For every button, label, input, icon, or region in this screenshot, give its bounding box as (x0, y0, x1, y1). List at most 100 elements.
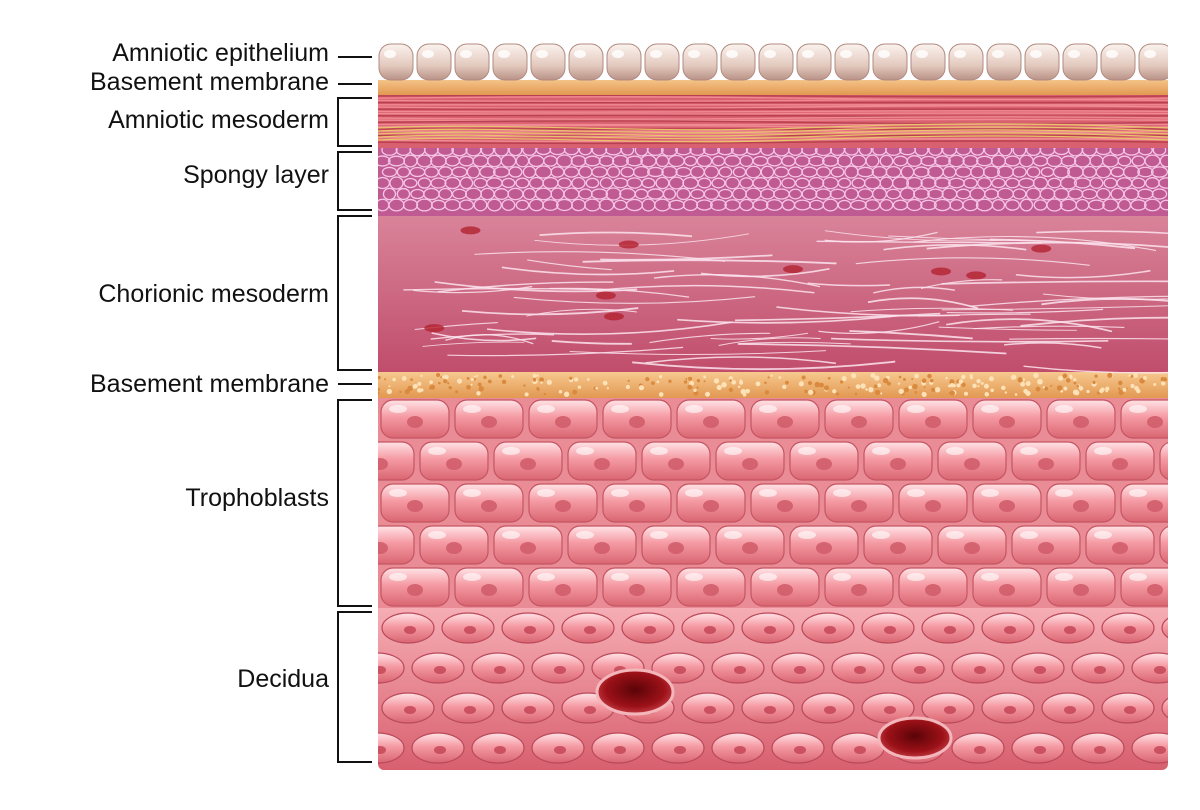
granule (577, 385, 582, 389)
cell-nucleus (446, 542, 462, 554)
granule (1044, 386, 1049, 391)
granule (728, 376, 734, 381)
granule (1139, 378, 1145, 384)
granule (546, 379, 552, 385)
cell-highlight (1055, 405, 1073, 413)
mesh-cell (556, 154, 573, 168)
fiber-strand (938, 326, 1077, 331)
cell-nucleus (629, 584, 645, 596)
granule (417, 381, 422, 386)
mesh-cell (438, 187, 453, 201)
mesh-cell (381, 166, 398, 178)
cell-nucleus (555, 584, 571, 596)
yellow-fiber (378, 132, 1168, 140)
cell-nucleus (851, 416, 867, 428)
cell-nucleus (1094, 666, 1106, 674)
fibroblast (595, 291, 616, 300)
cell-nucleus (1154, 746, 1166, 754)
mesh-cell (1012, 166, 1027, 178)
fiber-strand (816, 240, 1043, 244)
cell-highlight (1144, 50, 1156, 58)
granule (898, 375, 902, 379)
mesh-cell (542, 199, 559, 211)
cell-highlight (946, 531, 964, 539)
label-basement-membrane-lower: Basement membrane (89, 370, 329, 398)
fiber-strand (941, 303, 1168, 311)
cell-highlight (1106, 50, 1118, 58)
cell-nucleus (704, 626, 716, 634)
epithelial-cell (720, 43, 756, 81)
mesh-cell (1059, 176, 1078, 190)
granule (658, 392, 664, 397)
granule (638, 385, 645, 391)
mesh-cell (1159, 154, 1168, 168)
mesh-cell (458, 199, 474, 211)
granule (1078, 386, 1084, 391)
cell-nucleus (407, 416, 423, 428)
cell-nucleus (555, 500, 571, 512)
granule (532, 378, 537, 382)
mesh-cell (599, 177, 614, 189)
granule (435, 372, 441, 378)
granule (801, 375, 806, 380)
epithelial-cell (910, 43, 946, 81)
cell-highlight (833, 489, 851, 497)
mesh-cell (794, 155, 811, 167)
granule (798, 381, 804, 387)
mesh-cell (598, 155, 615, 167)
mesh-cell (632, 165, 650, 179)
blood-vessel (595, 668, 675, 716)
fiber-strand (734, 312, 941, 322)
cell-nucleus (1073, 416, 1089, 428)
granule (466, 384, 471, 390)
basement-membrane-upper-band (378, 78, 1168, 95)
fiber-strand (413, 285, 533, 294)
fiber-strand (913, 235, 1157, 252)
cell-nucleus (481, 584, 497, 596)
collagen-fiber (378, 110, 1168, 113)
epithelial-cell (872, 43, 908, 81)
fiber-strand (824, 230, 1012, 242)
granule (563, 391, 570, 397)
mesh-cell (403, 177, 418, 189)
epithelial-cell (986, 43, 1022, 81)
cell-nucleus (944, 706, 956, 714)
granule (487, 379, 492, 384)
cell-nucleus (824, 626, 836, 634)
cell-nucleus (777, 584, 793, 596)
granule (851, 373, 857, 379)
granule (855, 384, 861, 389)
granule (827, 376, 831, 380)
cell-highlight (685, 405, 703, 413)
cell-highlight (759, 489, 777, 497)
label-amniotic-epithelium: Amniotic epithelium (112, 39, 329, 67)
fiber-strand (527, 259, 612, 271)
decidual-cell (378, 652, 405, 684)
cell-highlight (611, 573, 629, 581)
granule (767, 376, 770, 379)
mesh-cell (515, 199, 530, 211)
granule (721, 382, 727, 388)
mesh-cell (821, 155, 839, 167)
mesh-cell (913, 166, 930, 178)
mesh-cell (1137, 166, 1154, 178)
granule (902, 377, 906, 381)
mesh-cell (389, 176, 404, 190)
cell-nucleus (404, 706, 416, 714)
granule (688, 376, 693, 381)
granule (823, 385, 830, 391)
fiber-strand (973, 325, 1125, 330)
mesh-cell (934, 177, 951, 189)
granule (841, 375, 847, 382)
cell-nucleus (851, 584, 867, 596)
cell-nucleus (742, 542, 758, 554)
mesh-cell (711, 177, 726, 189)
mesh-cell (396, 166, 411, 178)
label-decidua: Decidua (237, 665, 329, 693)
mesh-cell (584, 155, 601, 167)
granule (880, 392, 883, 395)
granule (1001, 385, 1006, 391)
cell-nucleus (434, 666, 446, 674)
fiber-strand (1041, 297, 1168, 312)
